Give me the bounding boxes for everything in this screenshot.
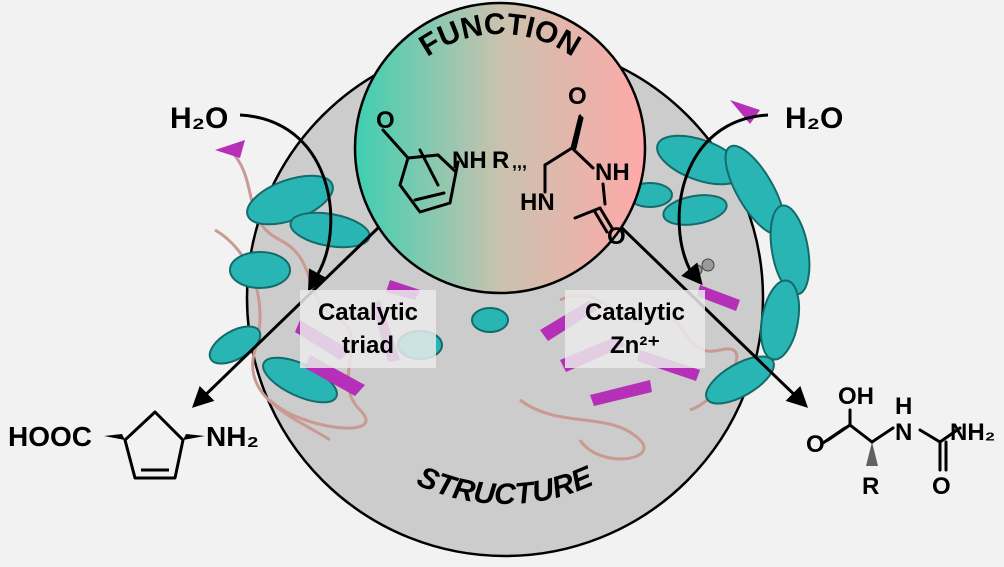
left-product-arrow	[191, 226, 380, 408]
right-water-arrow	[677, 113, 769, 286]
right-substrate-structure	[543, 114, 614, 234]
right-substrate-nh: NH	[595, 159, 630, 186]
left-substrate-structure	[381, 128, 460, 214]
left-product-nh2: NH₂	[206, 421, 259, 452]
right-substrate-hn: HN	[520, 189, 555, 216]
right-substrate-o2: O	[607, 223, 626, 250]
right-product-o2: O	[932, 473, 951, 500]
right-product-h: H	[895, 393, 912, 420]
left-product-structure	[123, 410, 185, 480]
right-product-o1: O	[806, 431, 825, 458]
right-product-hash	[866, 442, 878, 466]
left-protein-ribbon	[208, 140, 509, 442]
left-substrate-o: O	[376, 107, 395, 134]
catalytic-triad-line2: triad	[342, 332, 394, 359]
right-product-nh2: NH₂	[950, 419, 995, 446]
right-product-arrow	[620, 226, 809, 408]
right-product-r: R	[862, 473, 879, 500]
left-product-wedge-right	[183, 434, 205, 440]
catalytic-zn-box	[565, 290, 705, 368]
catalytic-triad-line1: Catalytic	[318, 299, 418, 326]
catalytic-triad-box	[300, 290, 436, 368]
right-water-label: H₂O	[785, 102, 843, 135]
left-product-hooc: HOOC	[8, 421, 92, 452]
right-substrate-o1: O	[568, 83, 587, 110]
catalytic-zn-line1: Catalytic	[585, 299, 685, 326]
right-product-oh: OH	[838, 383, 874, 410]
right-product-n: N	[895, 419, 912, 446]
left-product-wedge-left	[104, 434, 125, 440]
right-substrate-hash: ,,,	[512, 152, 527, 172]
function-circle	[353, 1, 647, 295]
right-substrate-r: R	[492, 147, 509, 174]
left-water-arrow	[239, 113, 333, 292]
right-product-structure	[821, 408, 962, 472]
left-water-label: H₂O	[170, 102, 228, 135]
left-substrate-nh: NH	[452, 147, 487, 174]
catalytic-zn-line2: Zn²⁺	[610, 332, 660, 359]
